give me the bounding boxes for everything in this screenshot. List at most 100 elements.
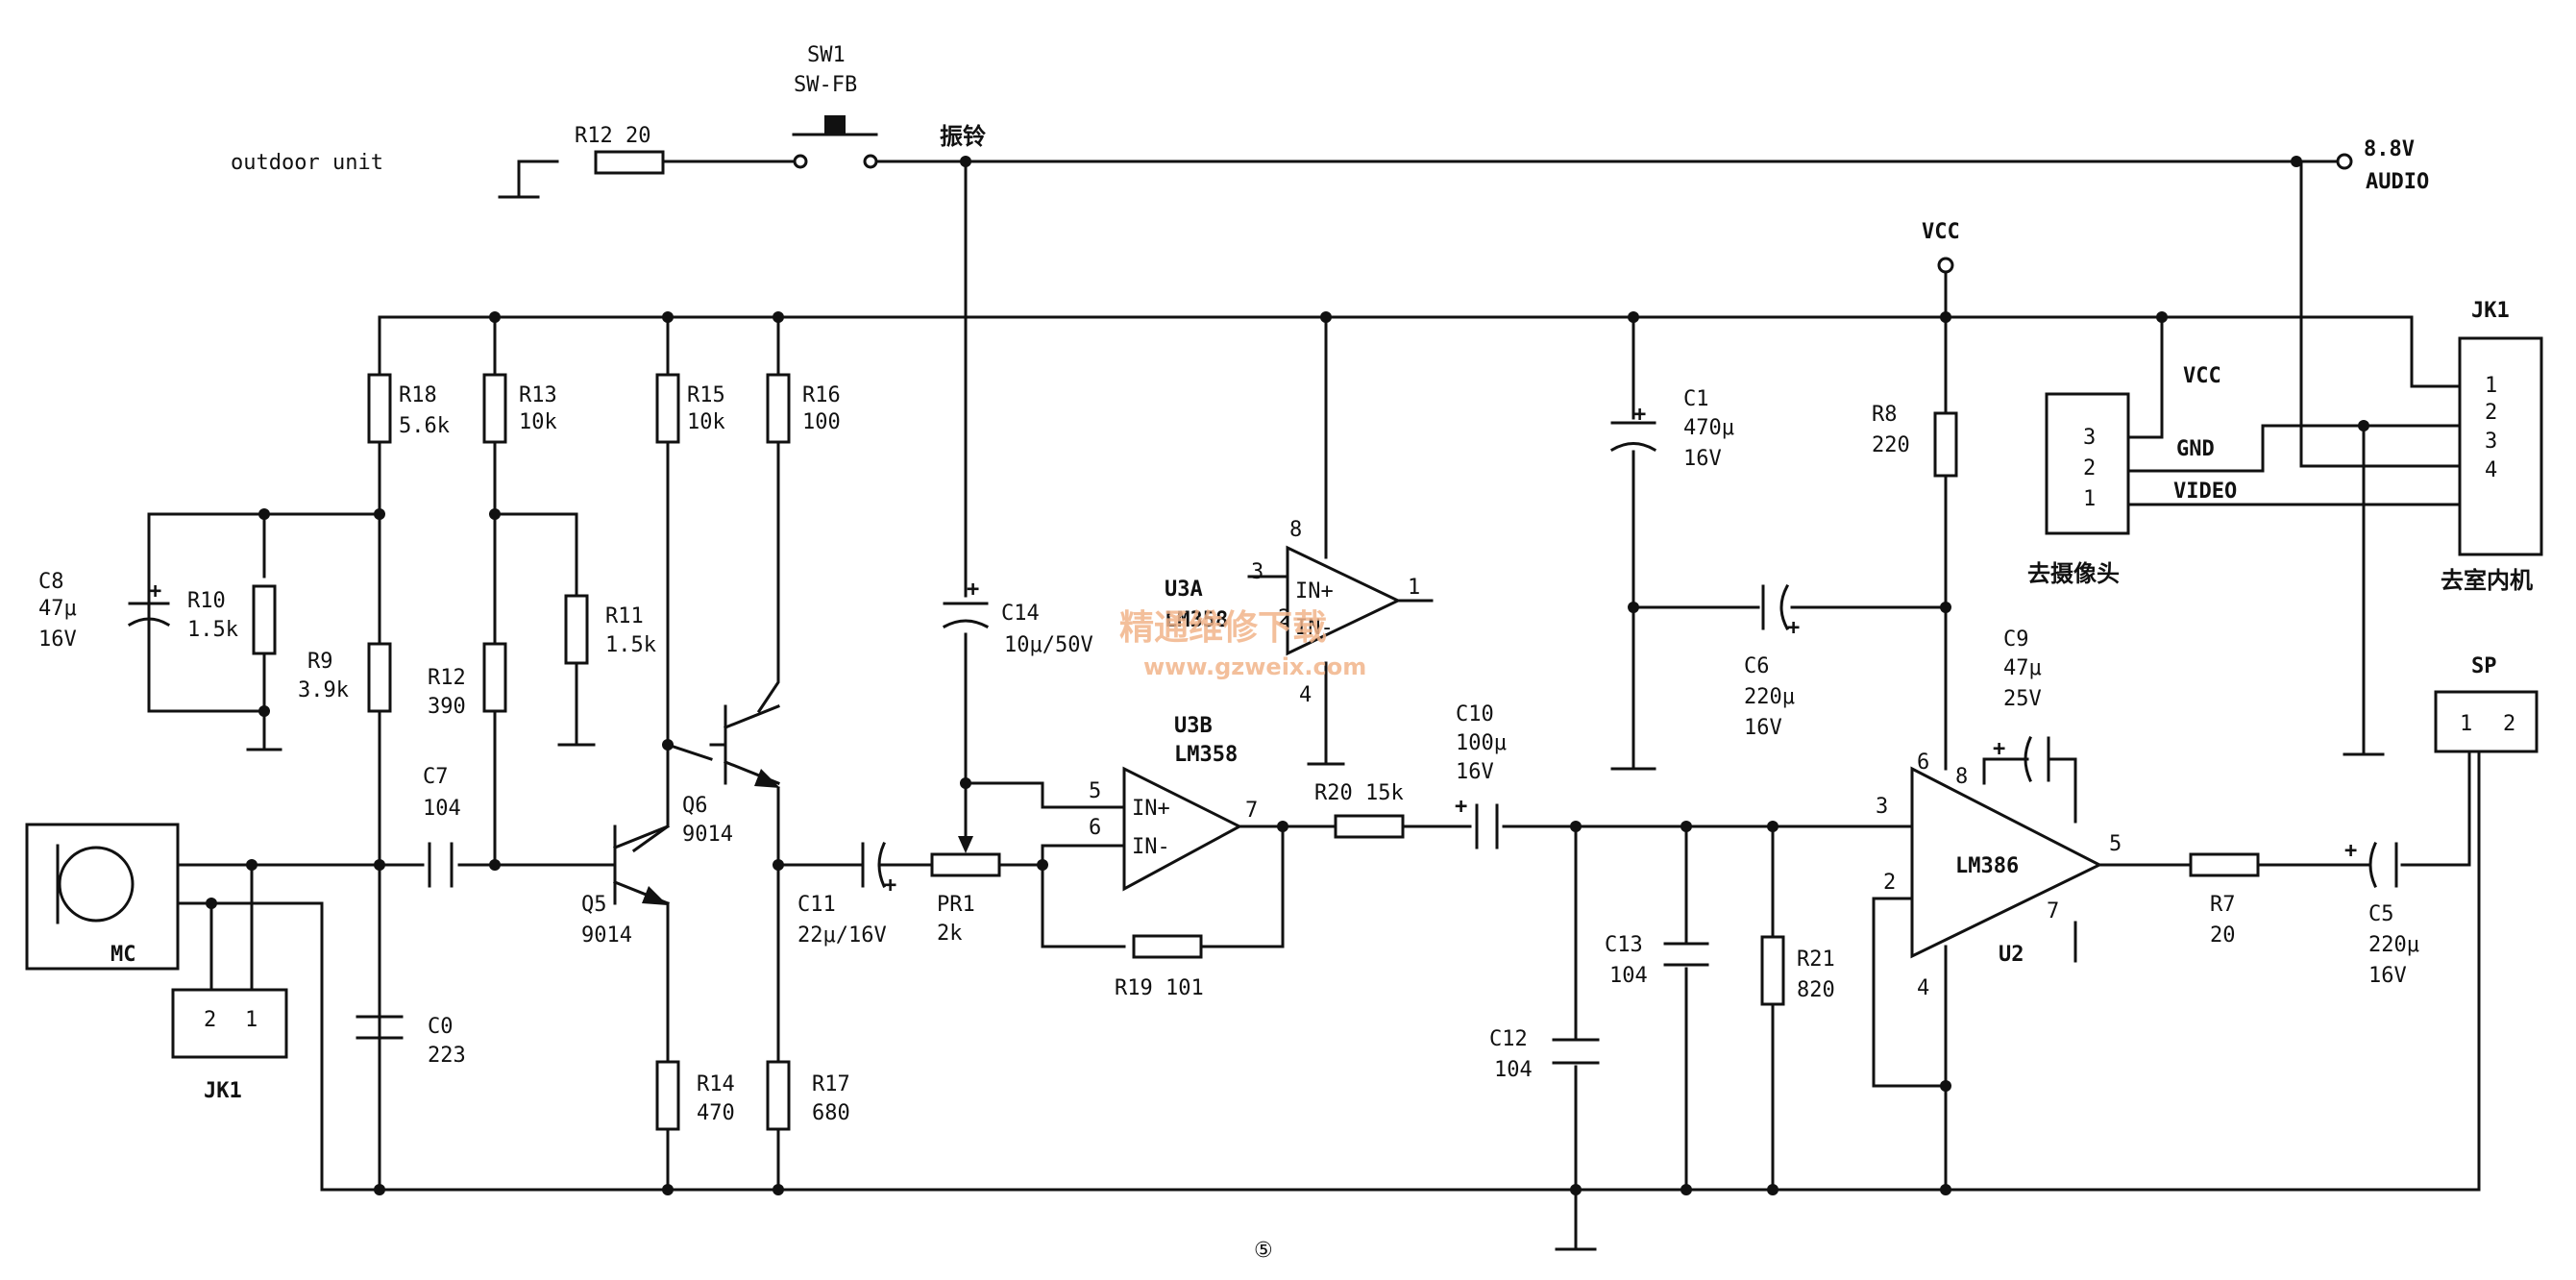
r13-value: 10k	[519, 410, 557, 434]
resistor-r18	[367, 373, 392, 444]
capacitor-c10: +	[1455, 795, 1499, 849]
c13-label: C13	[1605, 933, 1643, 957]
resistor-r20	[1334, 814, 1405, 839]
c12-label: C12	[1489, 1027, 1528, 1051]
c1-voltage: 16V	[1683, 447, 1722, 471]
c5-value: 220μ	[2368, 933, 2419, 957]
u3a-pin4: 4	[1299, 683, 1312, 707]
resistor-r12-top	[594, 150, 665, 175]
r10-value: 1.5k	[187, 618, 238, 642]
potentiometer-pr1	[930, 836, 1001, 877]
u3a-pin8: 8	[1289, 518, 1302, 542]
indoor-label: 去室内机	[2441, 567, 2533, 594]
r20-label: R20 15k	[1314, 781, 1404, 805]
camera-pin1: 1	[2083, 487, 2096, 511]
cam-vcc-label: VCC	[2183, 364, 2221, 388]
u3b-part: LM358	[1174, 743, 1238, 767]
u3a-pin3: 3	[1251, 560, 1263, 584]
c12-value: 104	[1494, 1058, 1533, 1082]
svg-text:+: +	[1993, 737, 2005, 761]
r21-label: R21	[1797, 948, 1835, 972]
c6-label: C6	[1744, 654, 1770, 678]
vcc-terminal	[1937, 257, 1954, 274]
capacitor-c7	[428, 842, 454, 888]
r9-label: R9	[307, 650, 333, 674]
resistor-r12	[482, 642, 507, 713]
resistor-r16	[766, 373, 791, 444]
wires	[147, 160, 2481, 1251]
supply-voltage-label: 8.8V	[2364, 137, 2415, 161]
sp-pin1: 1	[2460, 712, 2472, 736]
resistor-r7	[2189, 852, 2260, 877]
c6-value: 220μ	[1744, 685, 1795, 709]
r14-label: R14	[697, 1072, 735, 1096]
c0-label: C0	[428, 1015, 454, 1039]
c1-value: 470μ	[1683, 416, 1734, 440]
r7-value: 20	[2210, 923, 2236, 948]
capacitor-c11: +	[853, 842, 896, 898]
supply-terminal	[2336, 153, 2353, 170]
c9-value: 47μ	[2003, 656, 2042, 680]
connector-jk1-right	[2458, 336, 2543, 556]
u3a-pin2: 2	[1278, 606, 1290, 630]
r12-top-label: R12 20	[575, 124, 650, 148]
resistor-r10	[252, 584, 277, 655]
r8-value: 220	[1872, 433, 1910, 457]
u2-pin7: 7	[2047, 899, 2059, 923]
resistor-r19	[1132, 934, 1203, 959]
c10-voltage: 16V	[1456, 760, 1494, 784]
r7-label: R7	[2210, 893, 2236, 917]
r8-label: R8	[1872, 403, 1898, 427]
jk1-left-pin1: 1	[245, 1008, 258, 1032]
jk1-left-pin2: 2	[204, 1008, 216, 1032]
r10-label: R10	[187, 589, 226, 613]
c8-label: C8	[38, 570, 64, 594]
u2-part: LM386	[1955, 854, 2019, 878]
u2-pin4: 4	[1917, 976, 1929, 1000]
watermark-url: www.gzweix.com	[1143, 653, 1366, 680]
q6-label: Q6	[682, 794, 708, 818]
u3b-in-plus: IN+	[1132, 797, 1170, 821]
terminals	[1937, 153, 2353, 274]
outdoor-unit-label: outdoor unit	[231, 151, 383, 175]
svg-text:+: +	[1455, 795, 1467, 819]
c11-label: C11	[797, 893, 836, 917]
svg-text:+: +	[1633, 403, 1646, 427]
c1-label: C1	[1683, 387, 1709, 411]
u3a-label: U3A	[1165, 578, 1203, 602]
resistor-r17	[766, 1060, 791, 1131]
sp-label: SP	[2471, 654, 2497, 678]
c7-value: 104	[423, 797, 461, 821]
u3b-pin6: 6	[1089, 816, 1101, 840]
c9-label: C9	[2003, 628, 2029, 652]
microphone-mc	[25, 823, 180, 971]
svg-text:+: +	[2344, 839, 2357, 863]
sw1-label: SW1	[807, 43, 846, 67]
r21-value: 820	[1797, 978, 1835, 1002]
r15-label: R15	[687, 383, 725, 407]
r9-value: 3.9k	[298, 678, 349, 702]
u2-pin3: 3	[1876, 795, 1888, 819]
r11-value: 1.5k	[605, 633, 656, 657]
svg-text:+: +	[967, 578, 979, 602]
pr1-value: 2k	[937, 922, 963, 946]
amplifier-u2	[1910, 766, 2103, 959]
sp-pin2: 2	[2503, 712, 2515, 736]
r16-label: R16	[802, 383, 841, 407]
r17-label: R17	[812, 1072, 850, 1096]
u2-label: U2	[1999, 943, 2024, 967]
r14-value: 470	[697, 1101, 735, 1125]
camera-label: 去摄像头	[2027, 560, 2120, 587]
transistor-q6	[709, 704, 780, 788]
watermark-text: 精通维修下载	[1119, 608, 1327, 648]
switch-sw1	[792, 115, 878, 169]
r19-label: R19 101	[1115, 976, 1204, 1000]
capacitor-c1: +	[1609, 403, 1657, 453]
cam-gnd-label: GND	[2176, 437, 2215, 461]
transistor-q5	[613, 825, 670, 905]
u2-pin8: 8	[1955, 765, 1968, 789]
c10-value: 100μ	[1456, 731, 1507, 755]
resistor-r14	[655, 1060, 680, 1131]
c6-voltage: 16V	[1744, 716, 1782, 740]
